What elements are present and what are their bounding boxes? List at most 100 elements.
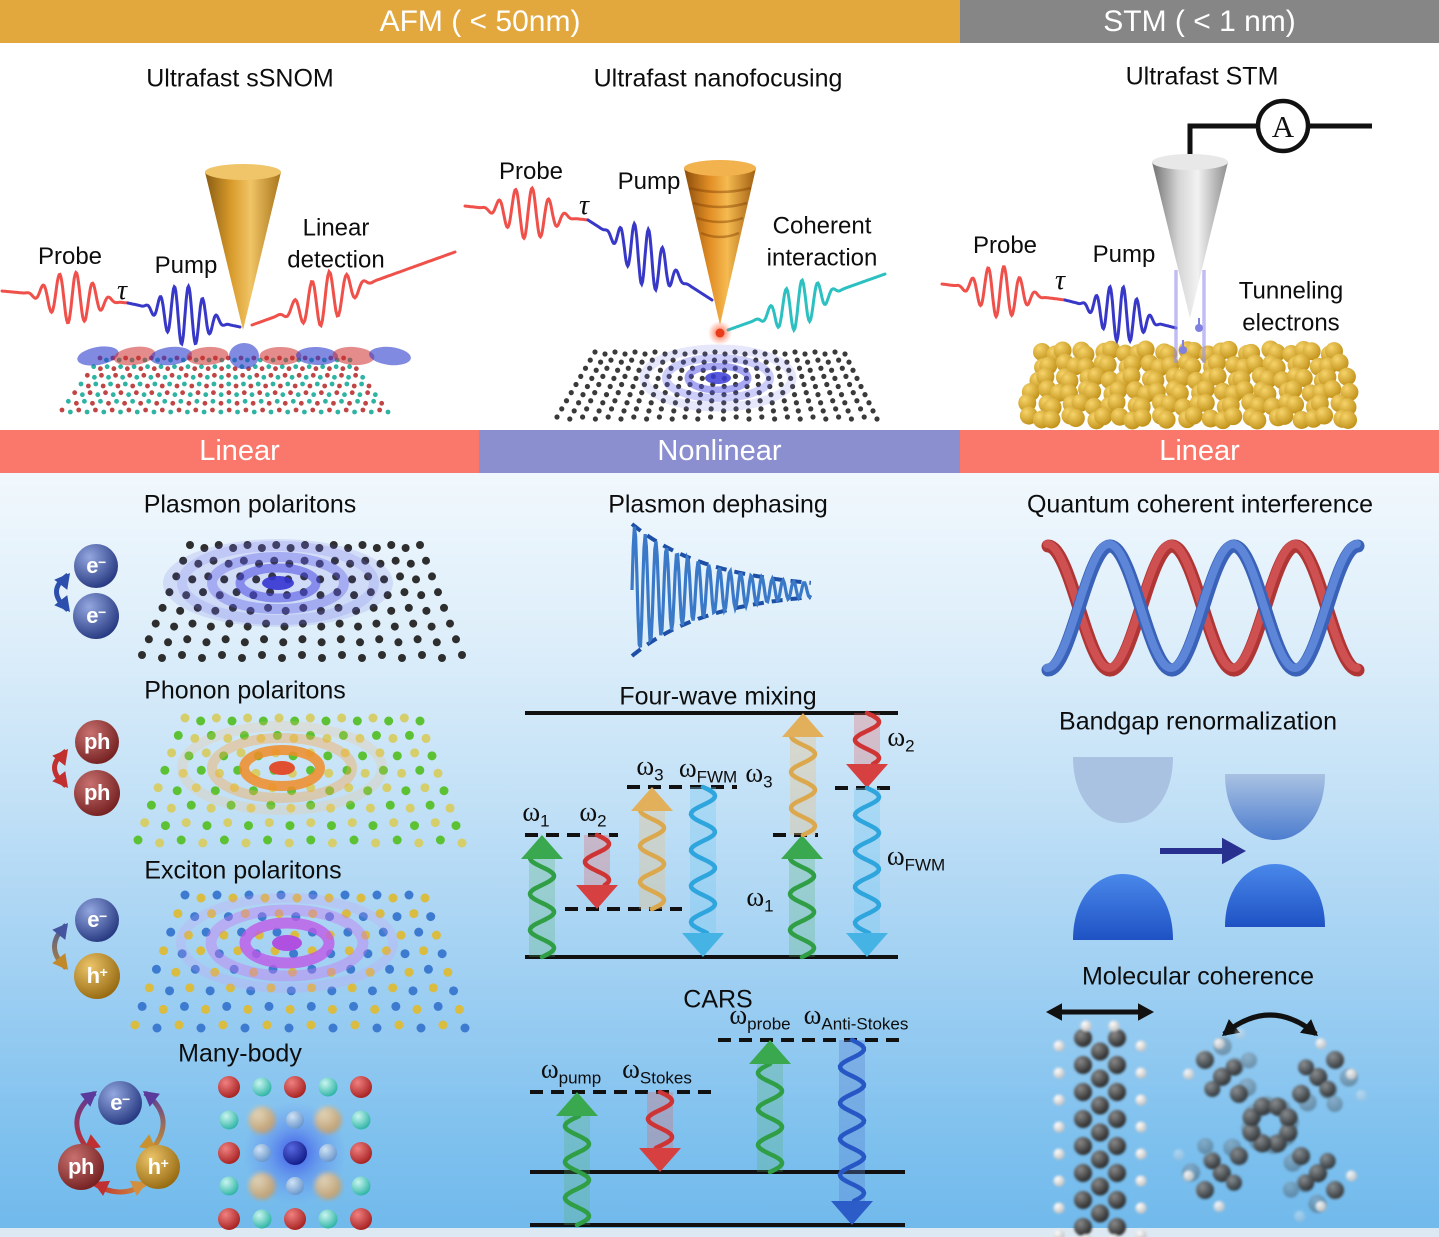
omega-glyph: ω <box>746 881 765 912</box>
quantum-interference-title: Quantum coherent interference <box>1026 490 1374 519</box>
particle-text: ph <box>68 1154 94 1179</box>
ssnom-detection-line1: Linear <box>302 214 370 242</box>
omega-glyph: ω <box>729 999 748 1030</box>
omega-glyph: ω <box>803 999 822 1030</box>
nanofocusing-title: Ultrafast nanofocusing <box>593 64 843 93</box>
nonlinear-band-label: Nonlinear <box>657 435 782 467</box>
particle-script: − <box>98 554 106 570</box>
exciton-polaritons-title: Exciton polaritons <box>144 856 342 885</box>
omega-sub: 1 <box>540 811 550 831</box>
fwm-omega1-left-label: ω1 <box>522 797 549 832</box>
plasmon-polaritons-illustration <box>54 539 466 662</box>
particle-script: + <box>160 1155 169 1171</box>
nano-interaction-line2: interaction <box>766 244 878 271</box>
particle-text: h <box>86 963 100 988</box>
fwm-omega3-right-label: ω3 <box>745 758 772 793</box>
particle-script: + <box>99 964 108 980</box>
nano-probe-label: Probe <box>498 158 564 185</box>
stm-header-bar: STM ( < 1 nm) <box>960 0 1439 43</box>
ssnom-title: Ultrafast sSNOM <box>146 64 334 93</box>
ssnom-illustration <box>0 164 457 415</box>
cars-diagram <box>530 1037 905 1228</box>
molecular-coherence-title: Molecular coherence <box>1081 962 1315 991</box>
electron-badge: e− <box>86 553 106 579</box>
many-body-title: Many-body <box>178 1039 302 1068</box>
stm-tunneling-line2: electrons <box>1242 309 1340 336</box>
particle-text: e <box>86 553 99 578</box>
stm-title: Ultrafast STM <box>1125 62 1279 91</box>
stm-tunneling-line1: Tunneling <box>1238 277 1344 305</box>
electron-badge: e− <box>87 907 107 933</box>
linear-band-left-label: Linear <box>199 435 280 467</box>
omega-sub: 2 <box>597 811 607 831</box>
stm-tunneling-label: Tunneling electrons <box>1239 275 1344 338</box>
exciton-polaritons-illustration <box>52 890 470 1033</box>
omega-sub: Anti-Stokes <box>821 1014 909 1034</box>
nanofocusing-illustration <box>463 160 887 422</box>
omega-glyph: ω <box>579 796 598 827</box>
electron-badge: e− <box>86 603 106 629</box>
cars-pump-label: ωpump <box>541 1054 601 1089</box>
omega-glyph: ω <box>540 1053 559 1084</box>
bandgap-illustration <box>1073 757 1325 940</box>
omega-glyph: ω <box>745 757 764 788</box>
fwm-omegafwm-right-label: ωFWM <box>887 841 945 876</box>
omega-sub: FWM <box>904 855 946 875</box>
linear-band-right-label: Linear <box>1159 435 1240 467</box>
stm-pump-label: Pump <box>1092 241 1156 268</box>
hole-badge: h+ <box>148 1154 169 1180</box>
omega-sub: 3 <box>654 765 664 785</box>
four-wave-mixing-diagram <box>521 710 898 960</box>
particle-text: e <box>110 1090 123 1115</box>
particle-script: − <box>122 1091 130 1107</box>
molecular-coherence-illustration <box>1046 1003 1367 1237</box>
phonon-badge: ph <box>68 1154 94 1180</box>
cars-title: CARS <box>683 985 753 1014</box>
phonon-polaritons-illustration <box>52 713 467 848</box>
particle-script: − <box>99 908 107 924</box>
stm-illustration <box>940 98 1372 430</box>
bottom-strip <box>0 1228 1439 1237</box>
linear-band-right: Linear <box>960 430 1439 473</box>
omega-glyph: ω <box>887 721 906 752</box>
ssnom-delay-label: τ <box>116 275 128 306</box>
omega-sub: Stokes <box>639 1068 692 1088</box>
four-wave-mixing-title: Four-wave mixing <box>619 682 817 711</box>
omega-sub: 3 <box>763 772 773 792</box>
fwm-omega1-right-label: ω1 <box>746 882 773 917</box>
cars-probe-label: ωprobe <box>729 1000 790 1035</box>
stm-delay-label: τ <box>1054 265 1066 296</box>
nano-interaction-line1: Coherent <box>772 212 872 240</box>
ssnom-pump-label: Pump <box>154 252 218 279</box>
fwm-omega2-right-label: ω2 <box>887 722 914 757</box>
particle-text: e <box>87 907 100 932</box>
fwm-omegafwm-left-label: ωFWM <box>679 753 737 788</box>
fwm-omega2-left-label: ω2 <box>579 797 606 832</box>
nano-delay-label: τ <box>578 190 590 221</box>
nano-pump-label: Pump <box>617 168 681 195</box>
bandgap-title: Bandgap renormalization <box>1059 707 1337 736</box>
fwm-omega3-left-label: ω3 <box>636 751 663 786</box>
omega-sub: pump <box>558 1068 602 1088</box>
stm-probe-label: Probe <box>972 232 1038 259</box>
omega-glyph: ω <box>522 796 541 827</box>
phonon-polaritons-title: Phonon polaritons <box>144 676 346 705</box>
cars-antistokes-label: ωAnti-Stokes <box>804 1000 909 1035</box>
cars-stokes-label: ωStokes <box>622 1054 692 1089</box>
quantum-interference-illustration <box>1041 539 1365 677</box>
plasmon-dephasing-illustration <box>630 522 813 658</box>
particle-text: e <box>86 603 99 628</box>
omega-glyph: ω <box>886 840 905 871</box>
omega-sub: FWM <box>696 767 738 787</box>
omega-glyph: ω <box>678 752 697 783</box>
omega-glyph: ω <box>636 750 655 781</box>
omega-sub: 1 <box>764 896 774 916</box>
afm-header-label: AFM ( < 50nm) <box>379 4 581 38</box>
phonon-badge: ph <box>84 780 110 806</box>
ssnom-detection-label: Linear detection <box>287 212 384 275</box>
particle-text: ph <box>84 780 110 805</box>
phonon-badge: ph <box>84 729 110 755</box>
plasmon-polaritons-title: Plasmon polaritons <box>143 490 357 519</box>
